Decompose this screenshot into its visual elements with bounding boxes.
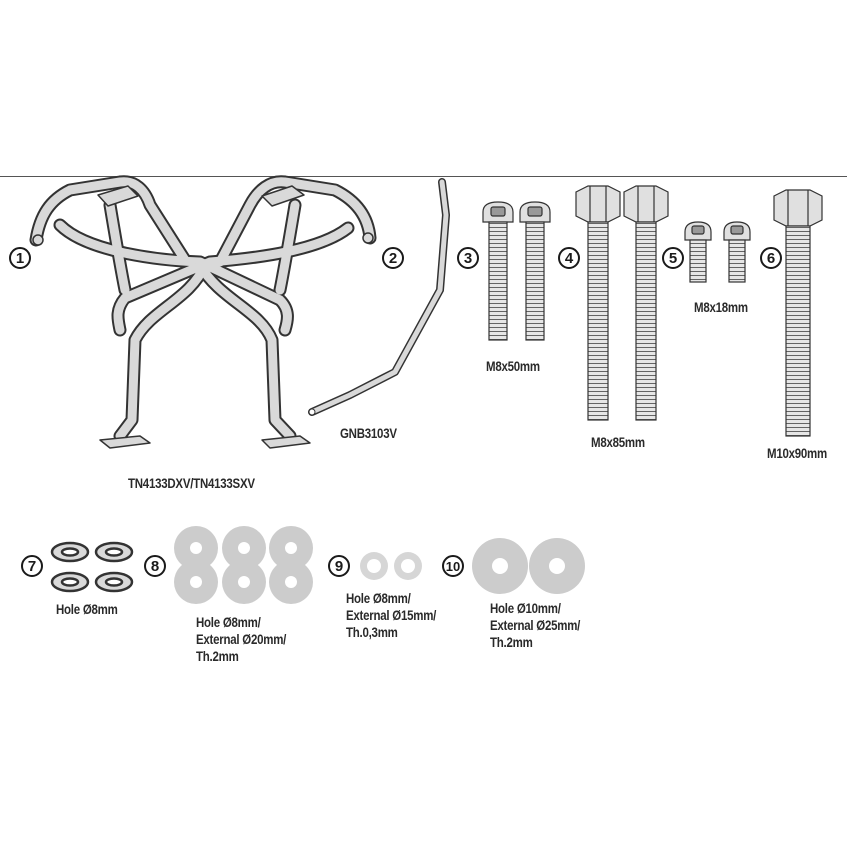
callout-7: 7 bbox=[21, 555, 43, 577]
callout-3: 3 bbox=[457, 247, 479, 269]
washer10-spec-line: Hole Ø10mm/ bbox=[490, 600, 561, 616]
bolt5-size-label: M8x18mm bbox=[694, 299, 748, 315]
bolt6-size-label: M10x90mm bbox=[767, 445, 827, 461]
washer9-spec-line: External Ø15mm/ bbox=[346, 607, 437, 623]
frame-part-label: TN4133DXV/TN4133SXV bbox=[128, 475, 255, 491]
washer9-spec-line: Th.0,3mm bbox=[346, 624, 398, 640]
washer10-spec-line: External Ø25mm/ bbox=[490, 617, 581, 633]
lock-washers bbox=[50, 541, 134, 593]
top-divider-line bbox=[0, 176, 847, 177]
callout-2: 2 bbox=[382, 247, 404, 269]
bolt-m8x18 bbox=[684, 221, 751, 283]
callout-6: 6 bbox=[760, 247, 782, 269]
washer7-spec-line: Hole Ø8mm bbox=[56, 601, 118, 617]
callout-8: 8 bbox=[144, 555, 166, 577]
bolt3-size-label: M8x50mm bbox=[486, 358, 540, 374]
bolt4-size-label: M8x85mm bbox=[591, 434, 645, 450]
flat-washers-20mm bbox=[174, 526, 313, 604]
rod-part-label: GNB3103V bbox=[340, 425, 397, 441]
bolt-m8x50 bbox=[482, 201, 551, 341]
bolt-m10x90 bbox=[773, 189, 823, 437]
callout-1: 1 bbox=[9, 247, 31, 269]
washer9-spec: Hole Ø8mm/ External Ø15mm/ Th.0,3mm bbox=[346, 590, 436, 641]
callout-10: 10 bbox=[442, 555, 464, 577]
callout-9: 9 bbox=[328, 555, 350, 577]
washer10-spec: Hole Ø10mm/ External Ø25mm/ Th.2mm bbox=[490, 600, 580, 651]
thin-washers-15mm bbox=[360, 552, 422, 580]
washer8-spec-line: External Ø20mm/ bbox=[196, 631, 287, 647]
washer7-spec: Hole Ø8mm bbox=[56, 601, 118, 618]
bolt-m8x85 bbox=[575, 185, 669, 421]
washer8-spec-line: Hole Ø8mm/ bbox=[196, 614, 261, 630]
washer10-spec-line: Th.2mm bbox=[490, 634, 533, 650]
washer9-spec-line: Hole Ø8mm/ bbox=[346, 590, 411, 606]
flat-washers-25mm bbox=[472, 538, 585, 594]
crash-bar-frame bbox=[29, 175, 377, 449]
washer8-spec-line: Th.2mm bbox=[196, 648, 239, 664]
callout-4: 4 bbox=[558, 247, 580, 269]
support-rod bbox=[308, 178, 450, 416]
washer8-spec: Hole Ø8mm/ External Ø20mm/ Th.2mm bbox=[196, 614, 286, 665]
callout-5: 5 bbox=[662, 247, 684, 269]
